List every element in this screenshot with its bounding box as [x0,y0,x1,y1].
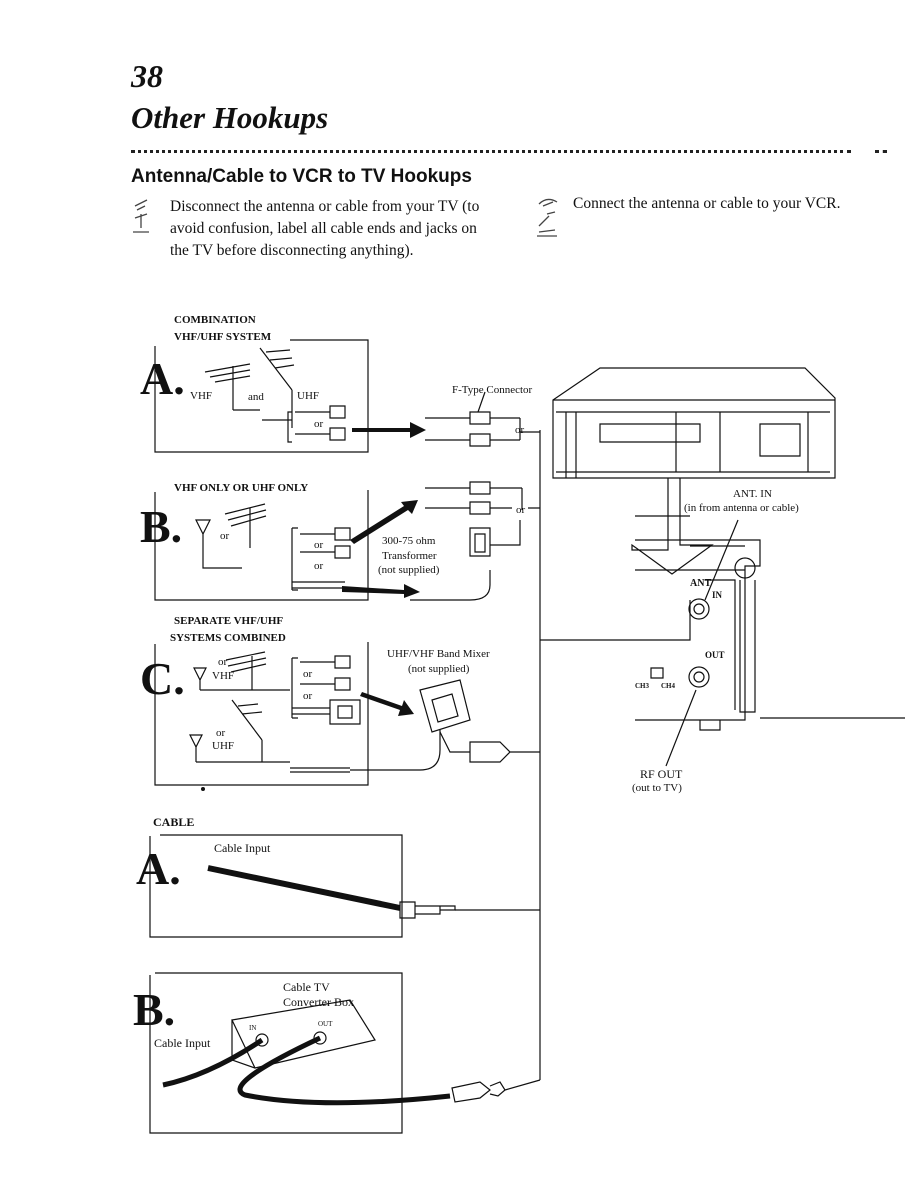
letter-a: A. [140,353,185,404]
rf-out-desc: (out to TV) [632,782,682,794]
cable-input-a-label: Cable Input [214,841,271,855]
or-label-b3: or [314,560,324,572]
section-heading: Antenna/Cable to VCR to TV Hookups [131,166,472,187]
vhf-label-c: VHF [212,670,235,682]
ant-in-label: ANT. IN [733,488,772,500]
page-number: 38 [131,58,163,94]
separate-vhf-uhf-label: SEPARATE VHF/UHF [174,615,284,627]
converter-in-label: IN [249,1024,257,1032]
uhf-label-c: UHF [212,740,235,752]
ch3-label: CH3 [635,682,649,690]
or-label-f: or [515,424,525,436]
systems-combined-label: SYSTEMS COMBINED [170,632,286,644]
cable-input-b-label: Cable Input [154,1036,211,1050]
combination-label: COMBINATION [174,314,256,326]
or-label-c2: or [303,668,313,680]
dotted-divider [131,150,851,153]
step-2-icon [535,196,561,243]
in-label: IN [712,590,723,600]
rf-out-label: RF OUT [640,767,683,781]
page-title: Other Hookups [131,100,329,135]
vhf-label: VHF [190,390,213,402]
transformer-line2: Transformer [382,550,437,562]
step-1-icon [131,198,153,239]
ant-in-desc: (in from antenna or cable) [684,502,799,514]
dotted-divider-end [875,150,887,153]
transformer-not-supplied: (not supplied) [378,564,440,576]
or-label-c4: or [216,727,226,739]
or-label-c3: or [303,690,313,702]
ch4-label: CH4 [661,682,675,690]
uhf-label: UHF [297,390,320,402]
or-label-b2: or [314,539,324,551]
or-label-b4: or [516,504,526,516]
band-mixer-label: UHF/VHF Band Mixer [387,648,490,660]
f-type-connector-label: F-Type Connector [452,384,533,396]
vhf-only-label: VHF ONLY OR UHF ONLY [174,482,309,494]
step-1-text: Disconnect the antenna or cable from you… [170,198,480,259]
or-label-b1: or [220,530,230,542]
step-2-text: Connect the antenna or cable to your VCR… [573,195,841,212]
or-label-a: or [314,418,324,430]
letter-c: C. [140,653,185,704]
letter-b: B. [140,501,183,552]
vhf-uhf-system-label: VHF/UHF SYSTEM [174,331,272,343]
or-label-c1: or [218,656,228,668]
cable-letter-a: A. [136,843,181,894]
and-label: and [248,391,264,403]
cable-tv-line1: Cable TV [283,980,330,994]
out-label: OUT [705,650,725,660]
transformer-line1: 300-75 ohm [382,535,436,547]
ant-label: ANT [690,578,712,589]
converter-out-label: OUT [318,1020,333,1028]
cable-tv-line2: Converter Box [283,995,354,1009]
band-mixer-not-supplied: (not supplied) [408,663,470,675]
cable-label: CABLE [153,815,195,829]
cable-letter-b: B. [133,984,176,1035]
